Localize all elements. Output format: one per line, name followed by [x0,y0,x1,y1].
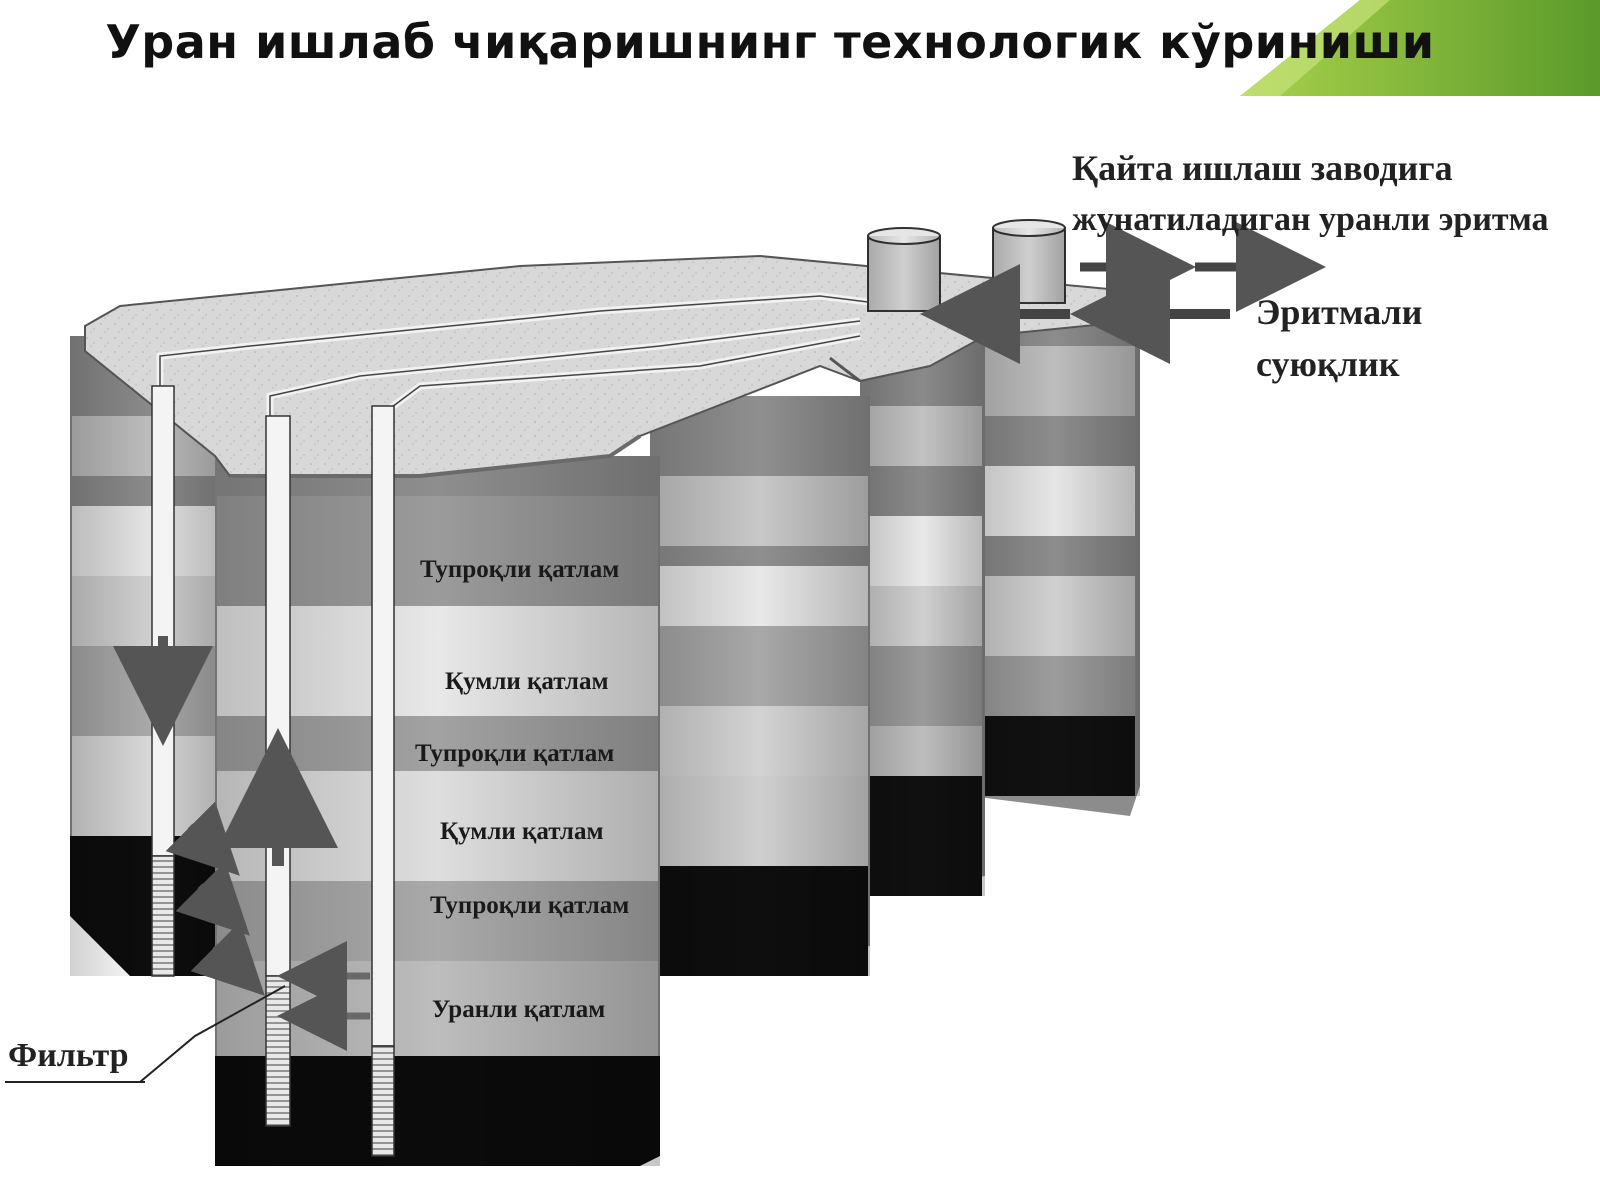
label-solution-liquid-2: суюқлик [1256,344,1400,384]
label-processing-plant: Қайта ишлаш заводига [1072,148,1453,188]
well-right [371,405,395,1157]
label-filter: Фильтр [8,1037,129,1074]
accent-shape [1240,0,1600,96]
filter-pointer-line [139,985,286,1083]
page-title: Уран ишлаб чиқаришнинг технологик кўрини… [105,15,1435,69]
label-solution-liquid-1: Эритмали [1256,292,1423,332]
block-middle-right [860,326,985,896]
uranium-extraction-diagram [5,219,1326,1166]
layer-label-clay-3: Тупроқли қатлам [430,892,630,919]
layer-label-uranium: Уранли қатлам [432,996,606,1023]
layer-label-clay-1: Тупроқли қатлам [420,556,620,583]
flow-arrows [165,801,370,1051]
tank-left [867,227,941,312]
surface-pipes-outline [159,295,901,426]
well-left [113,385,213,977]
well-center [218,415,338,1127]
tank-right [992,219,1066,304]
layer-label-clay-2: Тупроқли қатлам [415,740,615,767]
layer-label-sand-1: Қумли қатлам [445,668,609,695]
layer-label-sand-2: Қумли қатлам [440,818,604,845]
green-corner-accent [1240,0,1600,96]
title-area: Уран ишлаб чиқаришнинг технологик кўрини… [0,0,1540,96]
label-uranium-solution: жунатиладиган уранли эритма [1072,201,1549,238]
block-middle [650,396,870,976]
block-back-right [970,296,1140,816]
